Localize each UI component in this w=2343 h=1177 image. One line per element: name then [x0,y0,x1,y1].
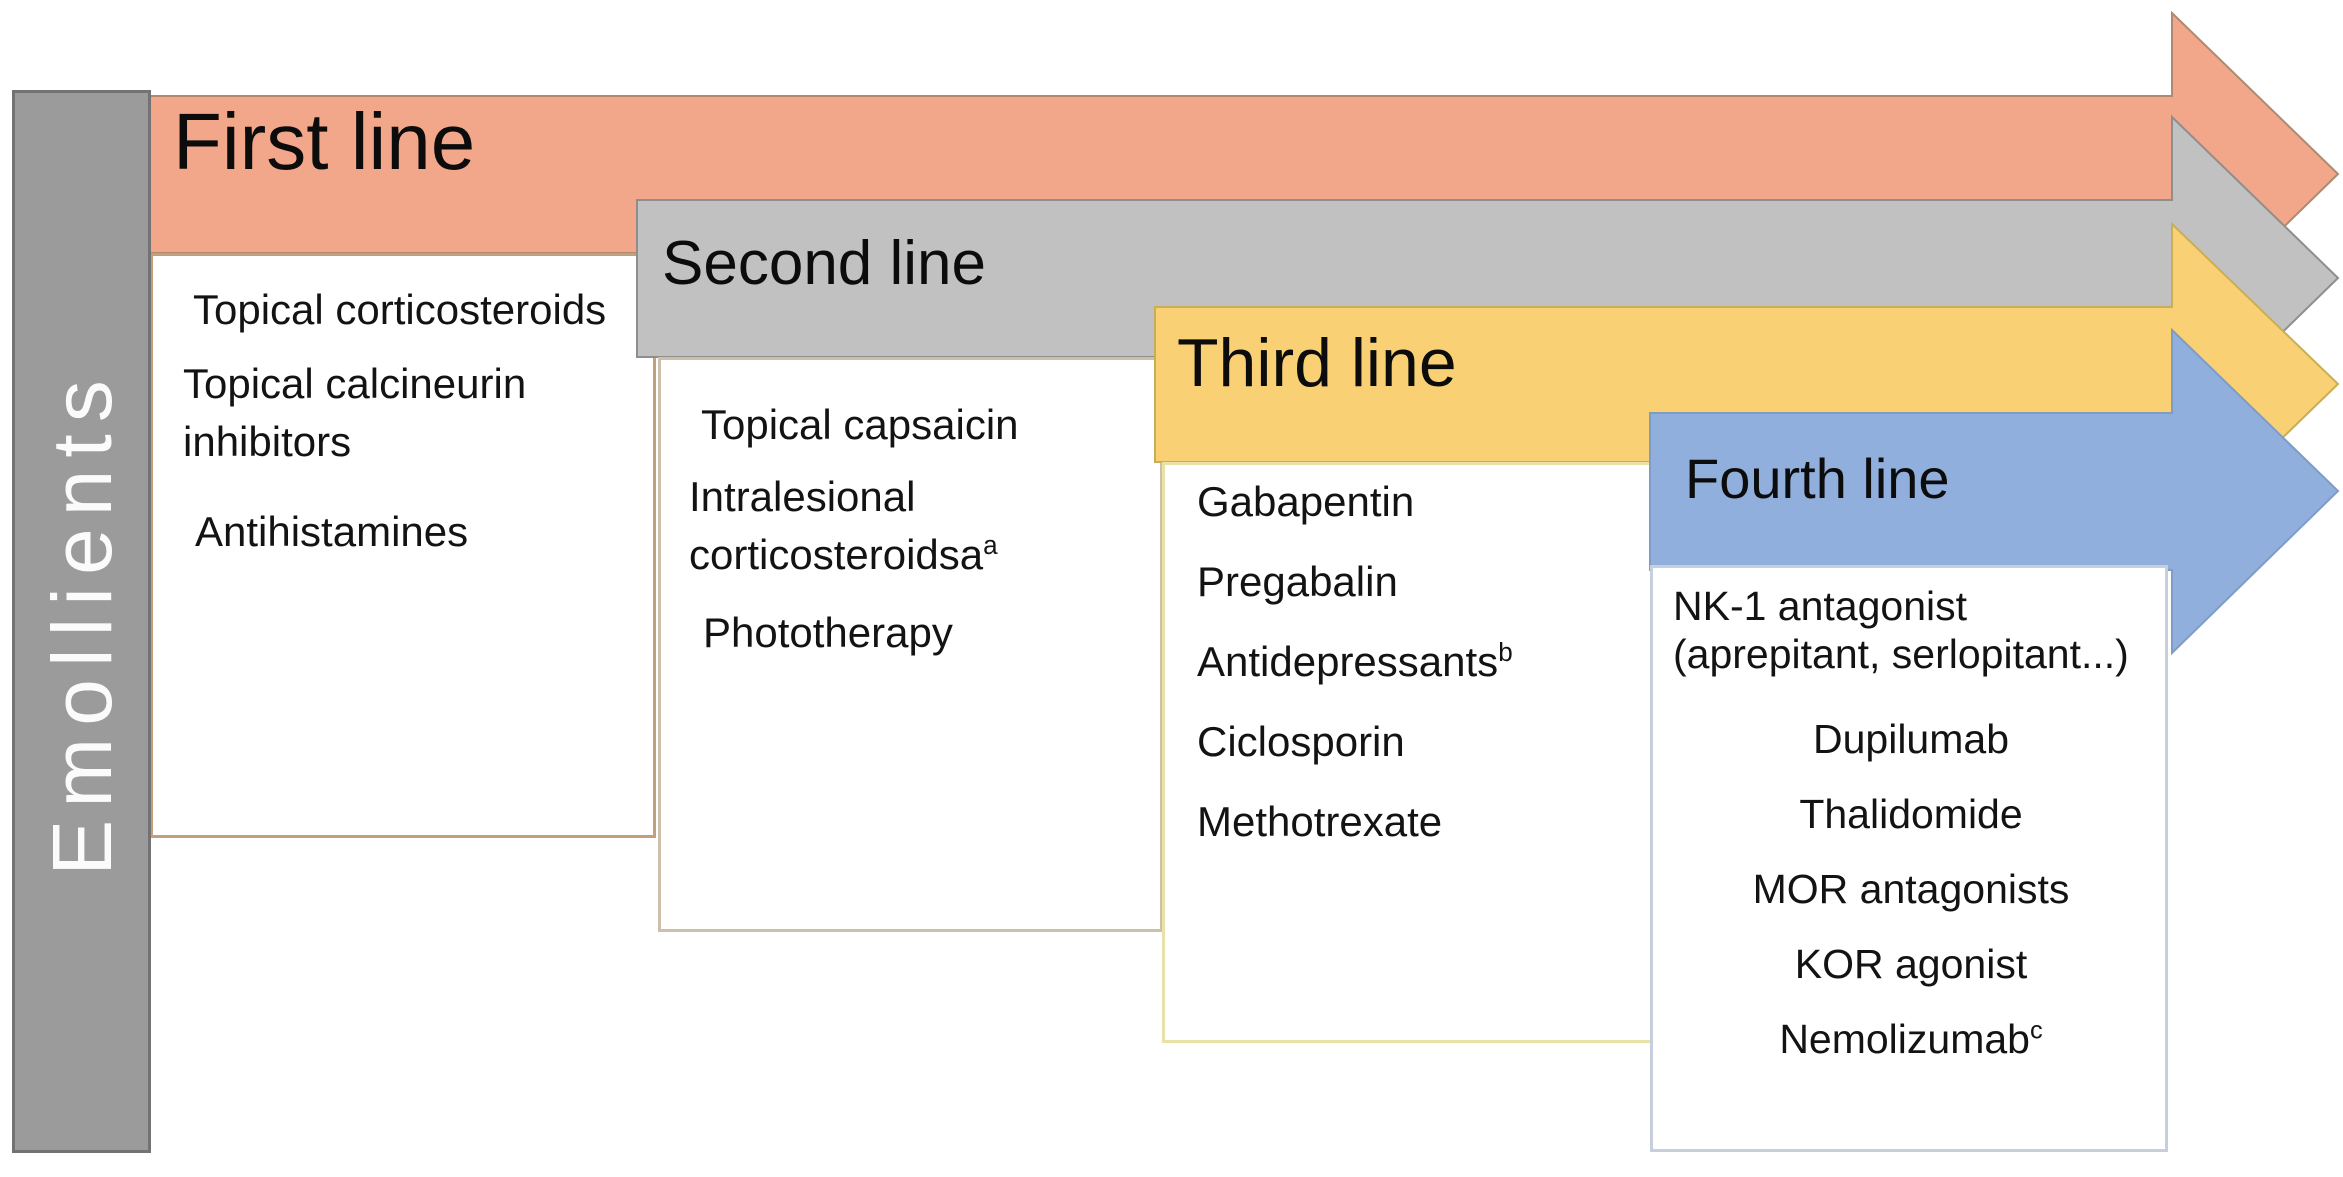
list-item: Gabapentin [1197,473,1635,531]
second-line-box: Topical capsaicin Intralesional corticos… [658,357,1163,932]
list-item: Topical corticosteroids [183,281,629,339]
list-item: Nemolizumabc [1673,1017,2149,1061]
fourth-line-title: Fourth line [1685,447,1950,510]
list-item: Antidepressantsb [1197,633,1635,691]
list-item: NK-1 antagonist (aprepitant, serlopitant… [1673,582,2149,678]
list-item-label: Ciclosporin [1197,718,1405,765]
list-item-label: Nemolizumab [1779,1016,2030,1062]
list-item-label: NK-1 antagonist (aprepitant, serlopitant… [1673,583,2129,677]
list-item-label: Pregabalin [1197,558,1398,605]
list-item-label: Methotrexate [1197,798,1443,845]
list-item: Topical capsaicin [689,396,1138,454]
footnote-marker: a [983,530,998,560]
list-item: Dupilumab [1673,717,2149,761]
list-item-label: Dupilumab [1813,716,2009,762]
list-item-label: Phototherapy [703,609,953,656]
list-item-label: Topical calcineurin inhibitors [183,360,527,465]
list-item: Thalidomide [1673,792,2149,836]
first-line-title: First line [173,97,476,186]
list-item: Topical calcineurin inhibitors [183,355,629,471]
list-item: Intralesional corticosteroidsaa [689,468,1138,584]
footnote-marker: b [1498,637,1513,667]
footnote-marker: c [2029,1016,2043,1045]
list-item-label: Thalidomide [1799,791,2023,837]
fourth-line-box: NK-1 antagonist (aprepitant, serlopitant… [1650,565,2168,1152]
list-item-label: Antihistamines [195,508,469,555]
list-item: Ciclosporin [1197,713,1635,771]
list-item: MOR antagonists [1673,867,2149,911]
first-line-box: Topical corticosteroids Topical calcineu… [150,253,656,838]
list-item: Antihistamines [183,503,629,561]
emollients-label: Emollients [34,367,129,876]
list-item: KOR agonist [1673,942,2149,986]
list-item-label: Gabapentin [1197,478,1415,525]
third-line-title: Third line [1177,325,1457,401]
list-item: Methotrexate [1197,793,1635,851]
second-line-title: Second line [662,229,987,298]
list-item: Pregabalin [1197,553,1635,611]
list-item-label: Intralesional corticosteroidsa [689,473,984,578]
emollients-bar: Emollients [12,90,151,1153]
list-item-label: Topical corticosteroids [193,286,607,333]
list-item: Phototherapy [689,604,1138,662]
list-item-label: MOR antagonists [1752,866,2070,912]
list-item-label: KOR agonist [1794,941,2028,987]
list-item-label: Topical capsaicin [701,401,1019,448]
list-item-label: Antidepressants [1197,638,1499,685]
third-line-box: Gabapentin Pregabalin Antidepressantsb C… [1162,462,1658,1043]
